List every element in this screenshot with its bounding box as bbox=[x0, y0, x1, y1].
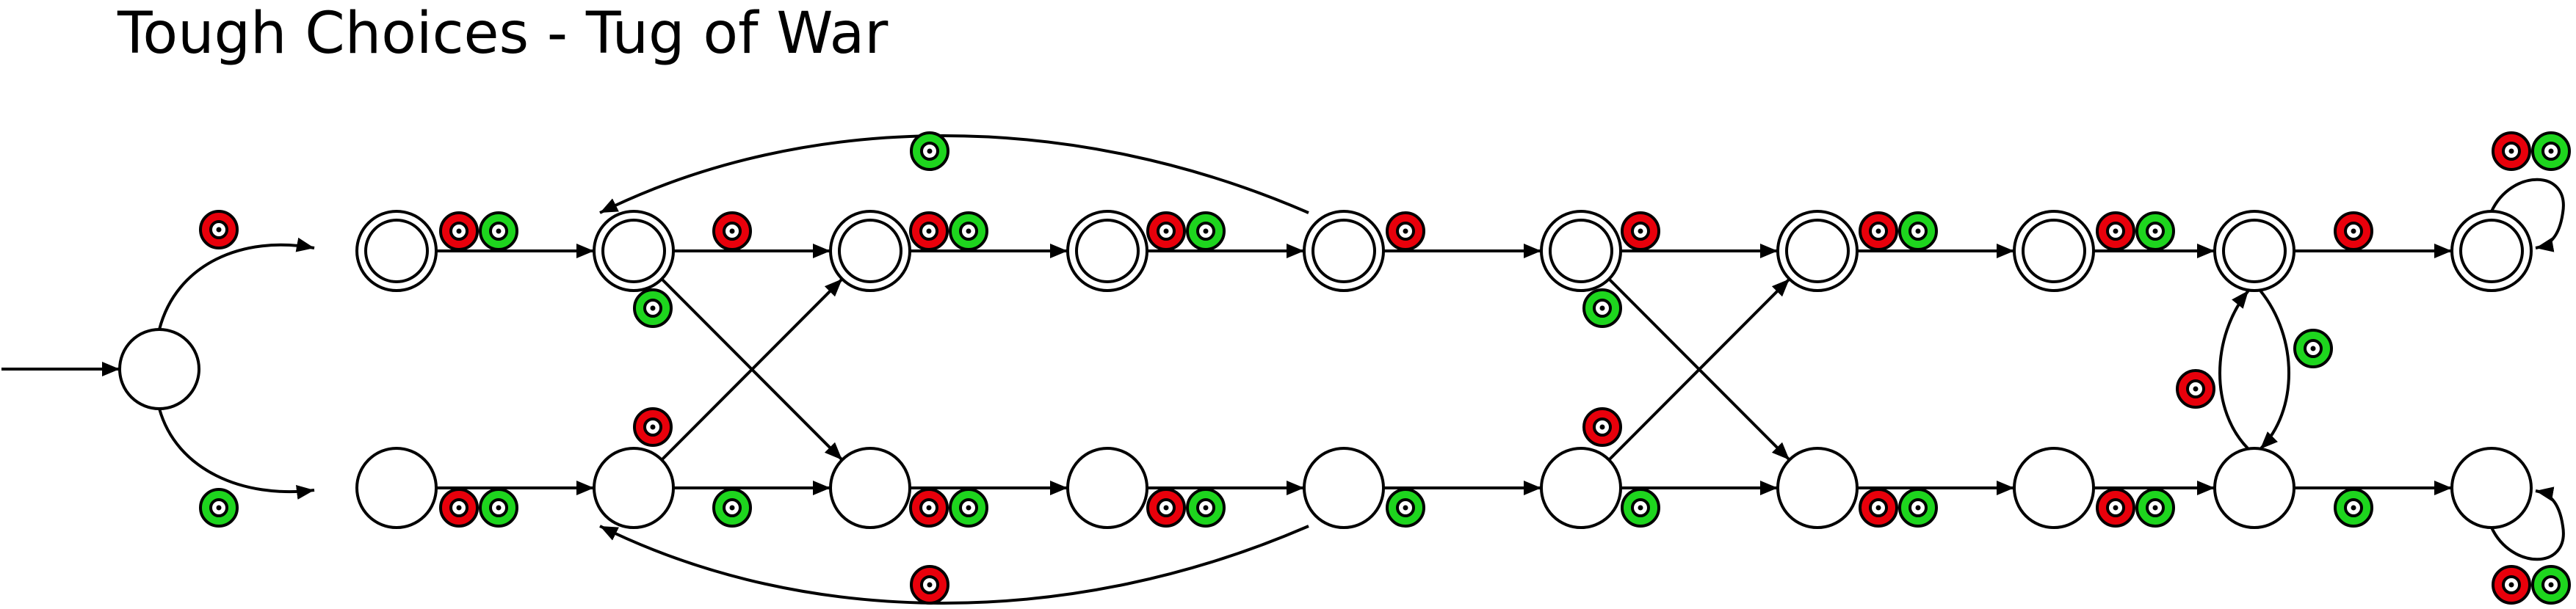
green-token-icon bbox=[2293, 329, 2333, 368]
green-token-icon bbox=[949, 211, 988, 251]
edge-s0-t1 bbox=[158, 237, 315, 330]
green-token-icon bbox=[2135, 488, 2175, 528]
edge-b5-b2 bbox=[599, 525, 1309, 605]
accepting-state-node bbox=[593, 210, 675, 292]
green-token-icon bbox=[910, 131, 949, 171]
green-token-icon bbox=[2334, 488, 2373, 528]
accepting-state-node bbox=[2013, 210, 2095, 292]
state-node bbox=[593, 447, 675, 529]
red-token-icon bbox=[439, 488, 479, 528]
edge-s0-b1 bbox=[158, 408, 315, 500]
edge-b9-t9 bbox=[2218, 289, 2250, 451]
red-token-icon bbox=[909, 211, 949, 251]
state-node bbox=[1776, 447, 1859, 529]
red-token-icon bbox=[910, 565, 949, 605]
green-token-icon bbox=[2531, 131, 2571, 171]
state-node bbox=[829, 447, 911, 529]
red-token-icon bbox=[1859, 488, 1898, 528]
edge-t10-t10 bbox=[2490, 178, 2565, 252]
red-token-icon bbox=[2492, 565, 2531, 605]
state-nodes bbox=[118, 210, 2533, 529]
red-token-icon bbox=[1146, 211, 1186, 251]
red-token-icon bbox=[2096, 488, 2135, 528]
green-token-icon bbox=[2135, 211, 2175, 251]
accepting-state-node bbox=[2213, 210, 2295, 292]
green-token-icon bbox=[479, 211, 518, 251]
red-token-icon bbox=[633, 407, 673, 447]
state-node bbox=[1303, 447, 1385, 529]
green-token-icon bbox=[1898, 488, 1938, 528]
accepting-state-node bbox=[829, 210, 911, 292]
green-token-icon bbox=[1386, 488, 1425, 528]
state-node bbox=[2213, 447, 2295, 529]
green-token-icon bbox=[199, 488, 239, 528]
green-token-icon bbox=[2531, 565, 2571, 605]
accepting-state-node bbox=[1066, 210, 1148, 292]
accepting-state-node bbox=[1303, 210, 1385, 292]
red-token-icon bbox=[1582, 407, 1622, 447]
state-node bbox=[1540, 447, 1622, 529]
edge-b2-t3 bbox=[660, 277, 844, 462]
state-node bbox=[2450, 447, 2533, 529]
green-token-icon bbox=[633, 288, 673, 328]
accepting-state-node bbox=[1540, 210, 1622, 292]
accepting-state-node bbox=[1776, 210, 1859, 292]
state-node bbox=[1066, 447, 1148, 529]
edge-b10-b10 bbox=[2490, 486, 2565, 561]
green-token-icon bbox=[1186, 211, 1226, 251]
accepting-state-node bbox=[2450, 210, 2533, 292]
green-token-icon bbox=[1621, 488, 1660, 528]
red-token-icon bbox=[2176, 369, 2215, 409]
accepting-state-node bbox=[355, 210, 438, 292]
red-token-icon bbox=[1386, 211, 1425, 251]
green-token-icon bbox=[479, 488, 518, 528]
red-token-icon bbox=[2096, 211, 2135, 251]
edge-t5-t2 bbox=[599, 134, 1309, 214]
transition-edges bbox=[1, 134, 2565, 605]
state-node bbox=[355, 447, 438, 529]
green-token-icon bbox=[949, 488, 988, 528]
transition-tokens bbox=[199, 131, 2571, 605]
edge-t9-b9 bbox=[2259, 289, 2290, 451]
red-token-icon bbox=[439, 211, 479, 251]
green-token-icon bbox=[1582, 288, 1622, 328]
red-token-icon bbox=[712, 211, 752, 251]
red-token-icon bbox=[199, 210, 239, 249]
green-token-icon bbox=[1898, 211, 1938, 251]
edge-b6-t7 bbox=[1607, 277, 1791, 462]
red-token-icon bbox=[1146, 488, 1186, 528]
red-token-icon bbox=[1859, 211, 1898, 251]
diagram-title: Tough Choices - Tug of War bbox=[117, 1, 889, 67]
red-token-icon bbox=[909, 488, 949, 528]
green-token-icon bbox=[1186, 488, 1226, 528]
red-token-icon bbox=[1621, 211, 1660, 251]
state-node bbox=[118, 328, 200, 410]
red-token-icon bbox=[2334, 211, 2373, 251]
red-token-icon bbox=[2492, 131, 2531, 171]
state-node bbox=[2013, 447, 2095, 529]
green-token-icon bbox=[712, 488, 752, 528]
